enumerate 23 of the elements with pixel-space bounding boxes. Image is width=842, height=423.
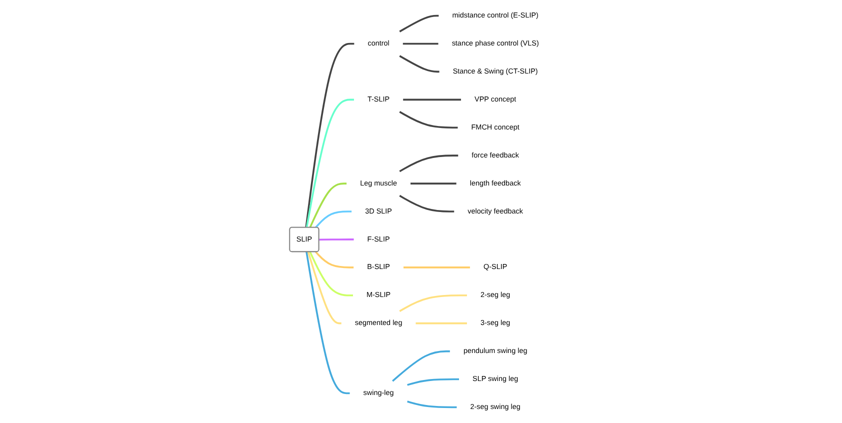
connector: [306, 252, 350, 394]
connector: [399, 154, 458, 172]
connector: [402, 42, 438, 45]
connector: [392, 350, 450, 382]
connector: [407, 378, 459, 386]
connector: [319, 238, 354, 241]
connector: [410, 182, 456, 184]
connector: [416, 322, 467, 324]
connector: [309, 251, 353, 296]
connector: [399, 14, 439, 32]
connector: [399, 55, 440, 73]
connector: [309, 182, 347, 228]
connector: [399, 111, 458, 129]
connector: [403, 98, 461, 101]
connector: [315, 210, 352, 228]
connector: [305, 42, 354, 228]
connector: [315, 251, 354, 268]
connector: [399, 294, 467, 312]
connector: [407, 400, 457, 408]
connector: [307, 252, 342, 324]
connector: [404, 266, 470, 268]
connector: [399, 194, 454, 212]
connector: [306, 98, 354, 228]
